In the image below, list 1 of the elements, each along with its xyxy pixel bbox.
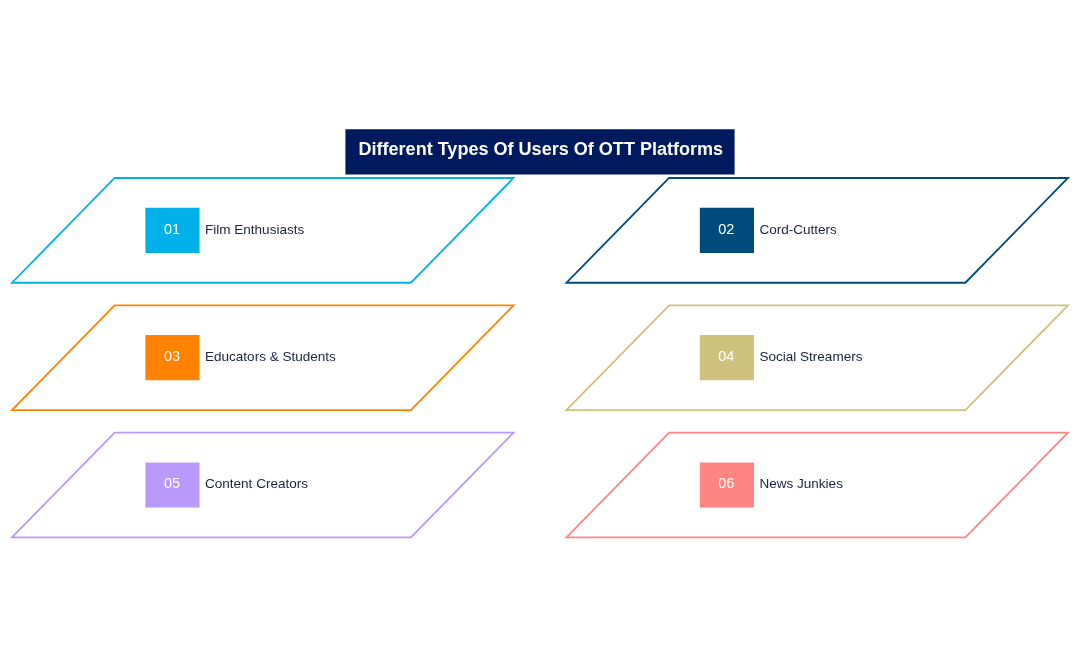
diagram-title: Different Types Of Users Of OTT Platforms <box>358 138 724 159</box>
